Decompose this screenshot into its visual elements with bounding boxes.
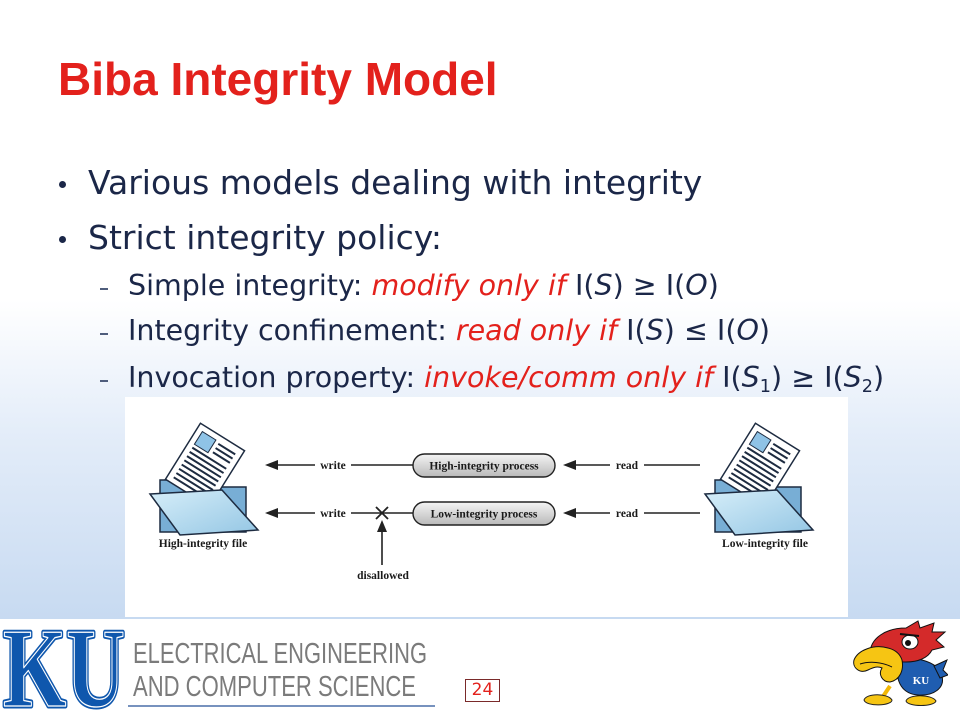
rule-expression: I(S) ≤ I(O) bbox=[626, 314, 770, 347]
read-arrow-label: read bbox=[616, 460, 639, 472]
subject-var: S bbox=[594, 269, 613, 302]
read-label-background bbox=[610, 505, 644, 521]
ku-logo-inline: KU bbox=[3, 624, 125, 710]
department-name: ELECTRICAL ENGINEERING AND COMPUTER SCIE… bbox=[128, 638, 435, 707]
high-integrity-process-label: High-integrity process bbox=[429, 461, 539, 473]
page-number: 24 bbox=[465, 679, 500, 702]
disallowed-label: disallowed bbox=[357, 570, 409, 582]
ku-logo: KU KU bbox=[1, 624, 128, 710]
read-arrowhead bbox=[563, 460, 576, 470]
func-close: ) bbox=[663, 314, 675, 347]
write-arrow-label: write bbox=[320, 460, 346, 472]
bullet-marker bbox=[59, 236, 66, 243]
rule-label: Simple integrity: bbox=[128, 269, 363, 302]
jayhawk-body bbox=[896, 658, 943, 696]
subject-subscript: 1 bbox=[759, 377, 771, 398]
write-arrow-label: write bbox=[320, 508, 346, 520]
jayhawk-mouth-line bbox=[859, 661, 893, 668]
read-label-background bbox=[610, 457, 644, 473]
relation-op: ≥ bbox=[632, 269, 657, 302]
document-page bbox=[719, 422, 801, 508]
jayhawk-pupil bbox=[905, 640, 911, 646]
jayhawk-chest-letters: KU bbox=[913, 675, 930, 687]
object-var: O bbox=[685, 269, 708, 302]
document-text-lines bbox=[173, 442, 236, 496]
write-arrowhead bbox=[265, 508, 278, 518]
write-label-background bbox=[315, 505, 351, 521]
rule-expression: I(S) ≥ I(O) bbox=[575, 269, 719, 302]
read-arrowhead bbox=[563, 508, 576, 518]
read-arrow-label: read bbox=[616, 508, 639, 520]
func-open: I( bbox=[722, 361, 742, 394]
rule-condition: invoke/comm only if bbox=[424, 361, 714, 394]
document-image bbox=[748, 430, 772, 454]
func-open: I( bbox=[574, 269, 595, 302]
func-open: I( bbox=[665, 269, 686, 302]
func-close: ) bbox=[758, 314, 771, 347]
subject-subscript: 2 bbox=[861, 377, 873, 398]
rule-condition: modify only if bbox=[371, 269, 566, 302]
func-open: I( bbox=[626, 314, 646, 347]
rule-invocation-property: Invocation property: invoke/comm only if… bbox=[128, 361, 885, 398]
func-close: ) bbox=[612, 269, 624, 302]
rule-condition: read only if bbox=[455, 314, 618, 347]
func-open: I( bbox=[716, 314, 737, 347]
ku-logo-letters: KU bbox=[3, 624, 125, 710]
biba-diagram: High-integrity file Low-integrity file r… bbox=[125, 397, 848, 617]
func-close: ) bbox=[873, 361, 885, 394]
biba-diagram-canvas: High-integrity file Low-integrity file r… bbox=[148, 422, 815, 582]
bullet-various-models: Various models dealing with integrity bbox=[88, 163, 703, 202]
func-open: I( bbox=[824, 361, 844, 394]
high-integrity-file-icon bbox=[148, 422, 260, 536]
blocked-x-mark bbox=[375, 506, 389, 520]
document-image bbox=[193, 430, 217, 454]
jayhawk-brow bbox=[899, 633, 920, 637]
jayhawk-shoe-left bbox=[863, 694, 893, 706]
rule-label: Integrity confinement: bbox=[128, 314, 447, 347]
rule-expression: I(S1) ≥ I(S2) bbox=[722, 361, 885, 398]
document-text-lines bbox=[728, 442, 791, 496]
low-integrity-process-label: Low-integrity process bbox=[431, 509, 538, 521]
relation-op: ≤ bbox=[683, 314, 708, 347]
document-page bbox=[164, 422, 246, 508]
folder-front bbox=[703, 489, 815, 536]
write-label-background bbox=[315, 457, 351, 473]
subject-var: S bbox=[741, 361, 760, 394]
bullet-strict-policy: Strict integrity policy: bbox=[88, 218, 443, 257]
disallowed-arrowhead bbox=[377, 520, 387, 532]
bullet-marker bbox=[59, 181, 66, 188]
subject-var: S bbox=[843, 361, 862, 394]
write-arrowhead bbox=[265, 460, 278, 470]
sub-bullet-marker bbox=[100, 333, 108, 335]
subject-var: S bbox=[645, 314, 664, 347]
low-integrity-file-icon bbox=[703, 422, 815, 536]
department-line-1: ELECTRICAL ENGINEERING bbox=[133, 638, 427, 670]
jayhawk-mascot: KU bbox=[853, 620, 948, 706]
high-integrity-file-label: High-integrity file bbox=[159, 538, 247, 550]
department-line-2: AND COMPUTER SCIENCE bbox=[133, 671, 416, 703]
func-close: ) bbox=[707, 269, 719, 302]
jayhawk-wing bbox=[933, 659, 948, 679]
object-var: O bbox=[736, 314, 759, 347]
low-integrity-file-label: Low-integrity file bbox=[722, 538, 808, 550]
rule-label: Invocation property: bbox=[128, 361, 416, 394]
jayhawk-shoe-right bbox=[905, 695, 937, 706]
slide-title: Biba Integrity Model bbox=[58, 53, 498, 105]
jayhawk-beak bbox=[853, 646, 903, 683]
sub-bullet-marker bbox=[100, 380, 108, 382]
relation-op: ≥ bbox=[791, 361, 816, 394]
folder-front bbox=[148, 489, 260, 536]
func-close: ) bbox=[771, 361, 783, 394]
rule-integrity-confinement: Integrity confinement: read only if I(S)… bbox=[128, 314, 770, 347]
rule-simple-integrity: Simple integrity: modify only if I(S) ≥ … bbox=[128, 269, 719, 302]
sub-bullet-marker bbox=[100, 288, 108, 290]
